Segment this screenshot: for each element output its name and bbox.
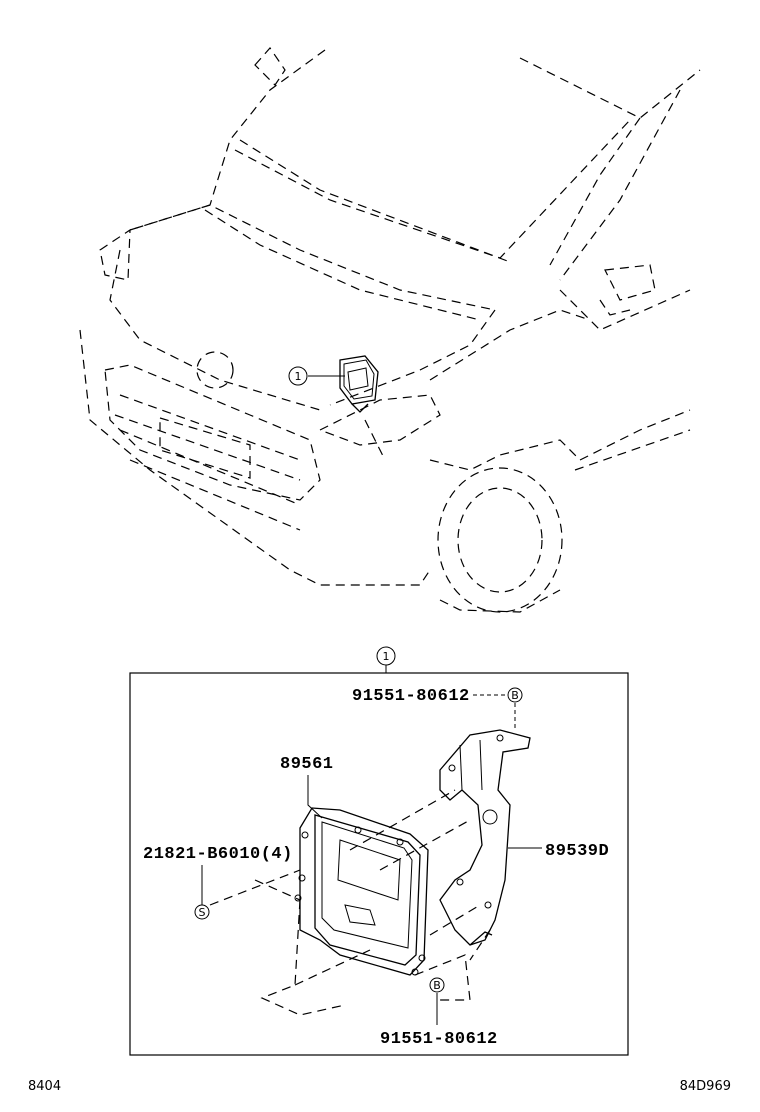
label-bolt-top: 91551-80612 <box>352 687 470 706</box>
detail-frame <box>129 672 629 1056</box>
marker-bolt-bottom: B <box>429 977 445 1025</box>
mounting-bracket <box>439 729 531 946</box>
detail-callout: 1 <box>376 646 396 673</box>
svg-text:B: B <box>511 689 519 702</box>
car-illustration <box>79 47 701 613</box>
footer-left-code: 8404 <box>28 1079 61 1094</box>
svg-text:1: 1 <box>383 650 390 663</box>
ecu-unit <box>294 807 429 976</box>
car-callout: 1 <box>288 366 308 386</box>
ecu-leader <box>307 775 323 819</box>
svg-text:S: S <box>199 906 206 919</box>
ecu-module-location <box>339 355 379 413</box>
marker-screw: S <box>194 865 210 920</box>
label-bolt-bottom: 91551-80612 <box>380 1030 498 1049</box>
svg-text:1: 1 <box>295 370 302 383</box>
assembly-guides <box>209 789 491 1016</box>
label-bracket: 89539D <box>545 842 609 861</box>
svg-text:B: B <box>433 979 441 992</box>
footer-right-code: 84D969 <box>680 1079 731 1094</box>
label-screw: 21821-B6010(4) <box>143 845 293 864</box>
marker-bolt-top: B <box>473 687 523 728</box>
label-ecu: 89561 <box>280 755 334 774</box>
